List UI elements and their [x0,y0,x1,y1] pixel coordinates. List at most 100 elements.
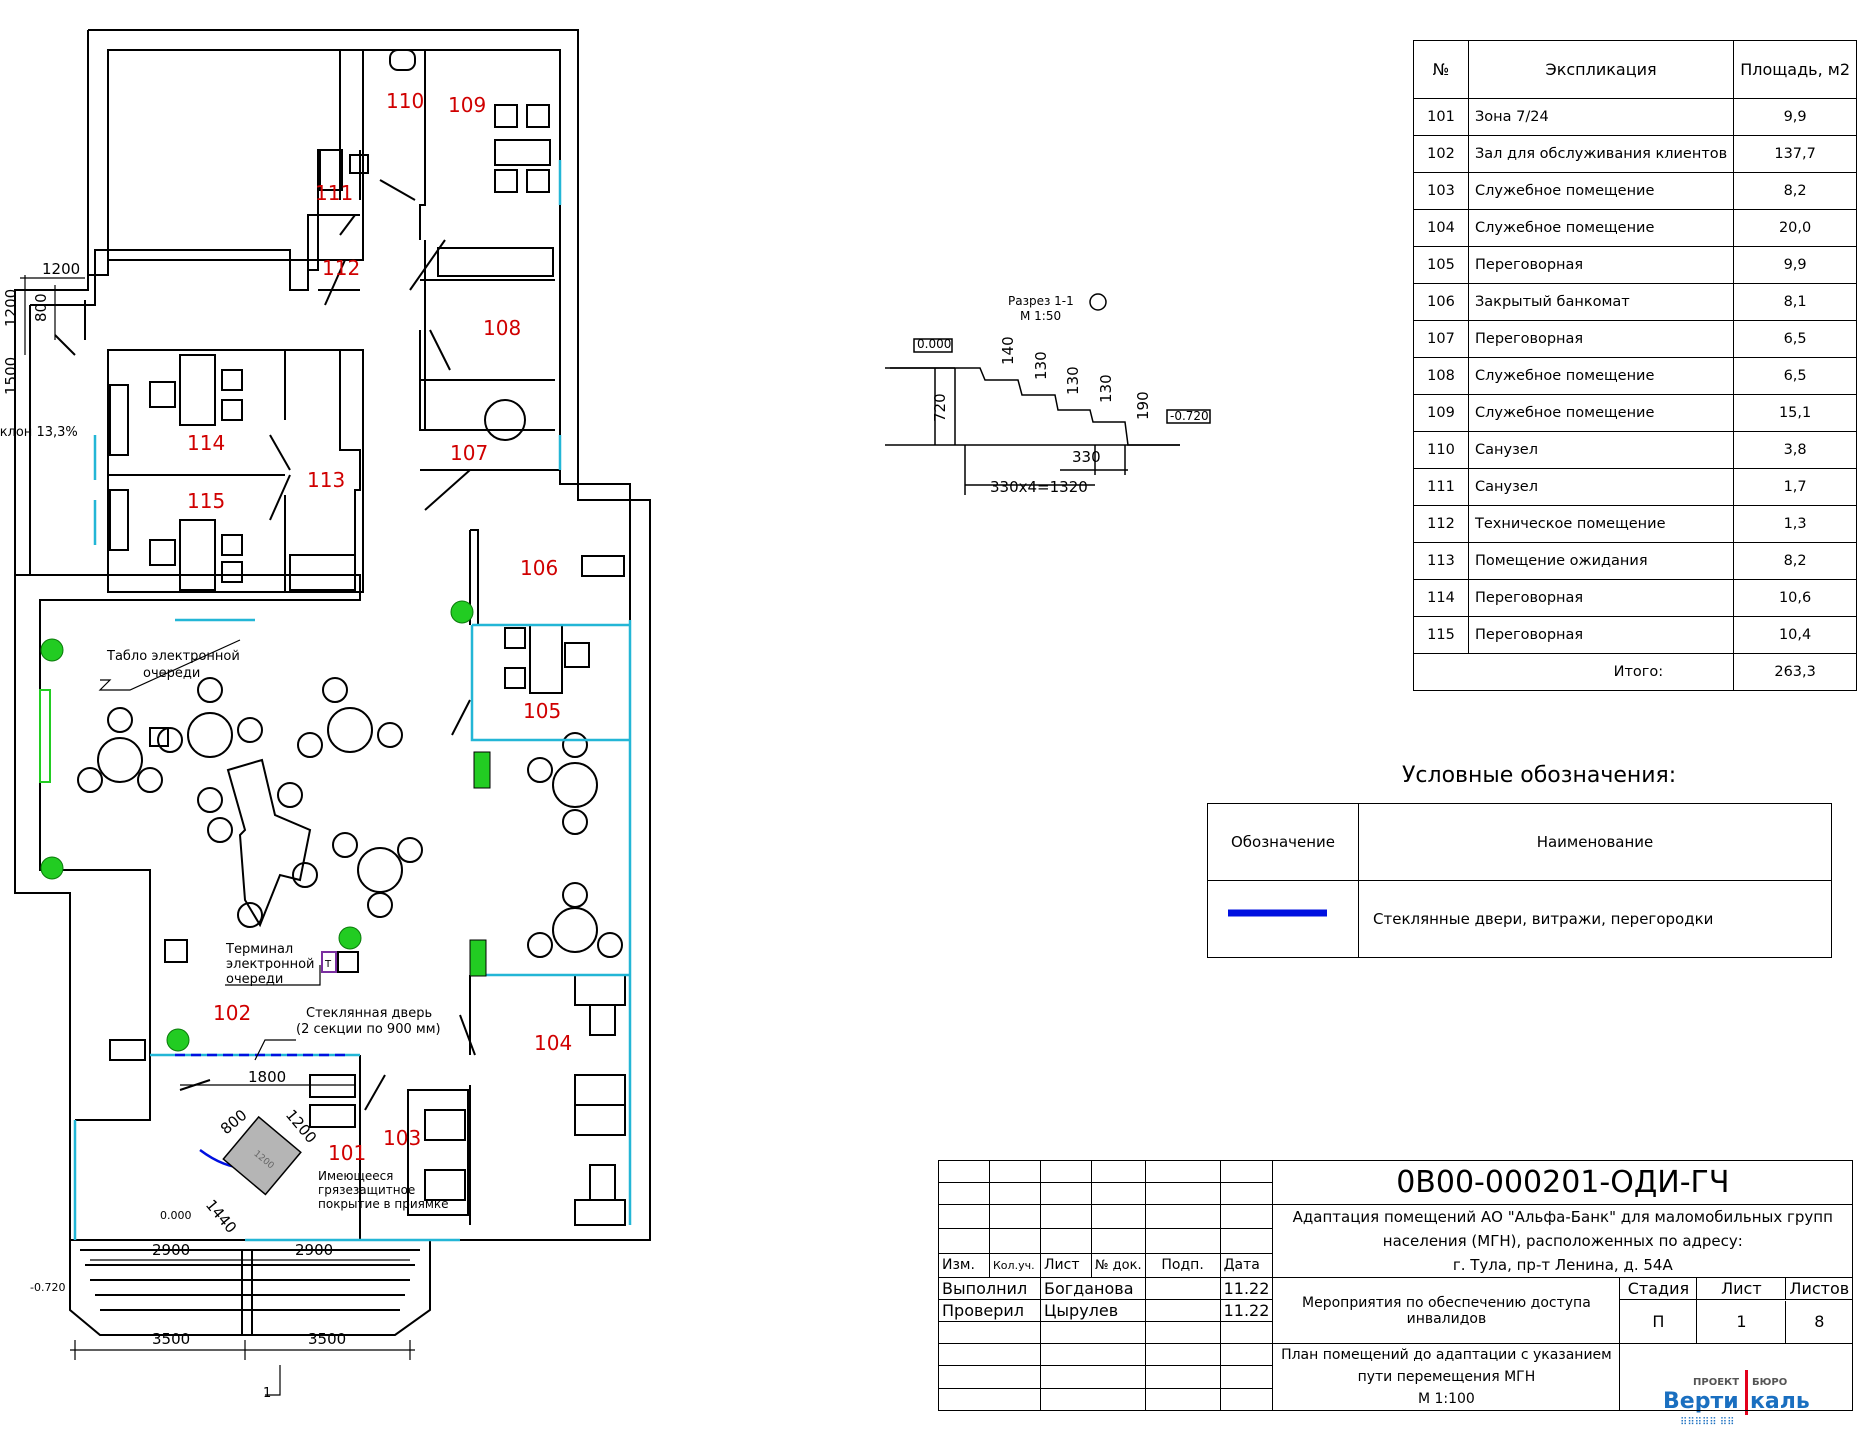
room-number: 107 [1413,320,1469,358]
room-105-label: 105 [523,699,561,723]
dim-1500: 1500 [2,357,20,395]
section-title: Разрез 1-1 [1008,294,1074,308]
legend-col-name: Наименование [1358,803,1832,881]
room-103-label: 103 [383,1126,421,1150]
room-number: 109 [1413,394,1469,432]
level-minus-label: -0.720 [30,1281,65,1294]
room-number: 108 [1413,357,1469,395]
room-number: 102 [1413,135,1469,173]
drawing-line-1: План помещений до адаптации с указанием [1281,1347,1612,1363]
room-area: 9,9 [1733,98,1858,136]
svg-text:⠿⠿⠿⠿⠿ ⠿⠿: ⠿⠿⠿⠿⠿ ⠿⠿ [1680,1417,1734,1428]
plant-icon [40,856,64,880]
room-name: Служебное помещение [1467,209,1735,247]
section-r140: 140 [999,336,1017,365]
section-h720: 720 [931,393,949,422]
room-112-label: 112 [322,256,360,280]
dim-3500-right: 3500 [308,1330,346,1348]
room-area: 8,2 [1733,172,1858,210]
room-name: Санузел [1467,431,1735,469]
room-name: Переговорная [1467,616,1735,654]
room-area: 9,9 [1733,246,1858,284]
check-label: Проверил [938,1299,1041,1322]
legend-row-name: Стеклянные двери, витражи, перегородки [1358,880,1832,958]
stage-label: Стадия [1619,1277,1698,1300]
legend-table: Обозначение Наименование Стеклянные двер… [1207,803,1832,958]
section-line-1: Мероприятия по обеспечению доступа [1302,1294,1591,1311]
section-level-bottom: -0.720 [1170,409,1209,423]
room-108-label: 108 [483,316,521,340]
room-104-label: 104 [534,1031,572,1055]
plant-icon [166,1028,190,1052]
room-area: 8,1 [1733,283,1858,321]
terminal-label: Терминал [225,942,293,957]
section-tread: 330 [1072,448,1101,466]
room-name: Санузел [1467,468,1735,506]
done-label: Выполнил [938,1277,1041,1300]
glass-door-label: Стеклянная дверь [306,1006,432,1021]
section-r190: 190 [1134,391,1152,420]
glass-door-label-2: (2 секции по 900 мм) [296,1022,441,1037]
room-area: 8,2 [1733,542,1858,580]
logo-cell [1619,1343,1854,1411]
dim-1800: 1800 [248,1068,286,1086]
section-mark-label: 1 [263,1386,271,1401]
room-number: 113 [1413,542,1469,580]
dim-3500-left: 3500 [152,1330,190,1348]
room-area: 137,7 [1733,135,1858,173]
mat-label: Имеющееся [318,1169,393,1183]
room-number: 104 [1413,209,1469,247]
plant-icon [450,600,474,624]
legend-title: Условные обозначения: [1402,763,1677,788]
room-area: 6,5 [1733,320,1858,358]
room-area: 20,0 [1733,209,1858,247]
dim-1200-side: 1200 [2,289,20,327]
room-area: 1,3 [1733,505,1858,543]
room-name: Служебное помещение [1467,172,1735,210]
room-number: 105 [1413,246,1469,284]
room-name: Переговорная [1467,320,1735,358]
dim-800-side: 800 [32,293,50,322]
dim-2900-right: 2900 [295,1241,333,1259]
check-name: Цырулев [1040,1299,1146,1322]
mat-label-2: грязезащитное [318,1183,415,1197]
terminal-mark: Т [324,959,332,970]
col-podp: Подп. [1144,1252,1221,1279]
legend-col-symbol: Обозначение [1207,803,1359,881]
col-list: Лист [1040,1252,1092,1279]
room-113-label: 113 [307,468,345,492]
room-name: Зона 7/24 [1467,98,1735,136]
room-area: 6,5 [1733,357,1858,395]
room-area: 15,1 [1733,394,1858,432]
drawing-line-2: пути перемещения МГН [1357,1369,1536,1385]
level-zero-label: 0.000 [160,1209,192,1222]
project-line-1: Адаптация помещений АО "Альфа-Банк" для … [1292,1208,1833,1226]
room-102-label: 102 [213,1001,251,1025]
legend-symbol-cell [1207,880,1359,958]
section-r130c: 130 [1097,374,1115,403]
section-line-2: инвалидов [1406,1310,1487,1327]
room-area: 3,8 [1733,431,1858,469]
room-number: 103 [1413,172,1469,210]
outer-wall [88,29,651,1241]
total-value: 263,3 [1733,653,1858,691]
terminal-label-2: электронной [226,957,314,972]
room-area: 1,7 [1733,468,1858,506]
room-name: Зал для обслуживания клиентов [1467,135,1735,173]
col-doc: № док. [1091,1252,1146,1279]
section-r130b: 130 [1064,366,1082,395]
ramp-slope-label: уклон 13,3% [0,425,78,440]
